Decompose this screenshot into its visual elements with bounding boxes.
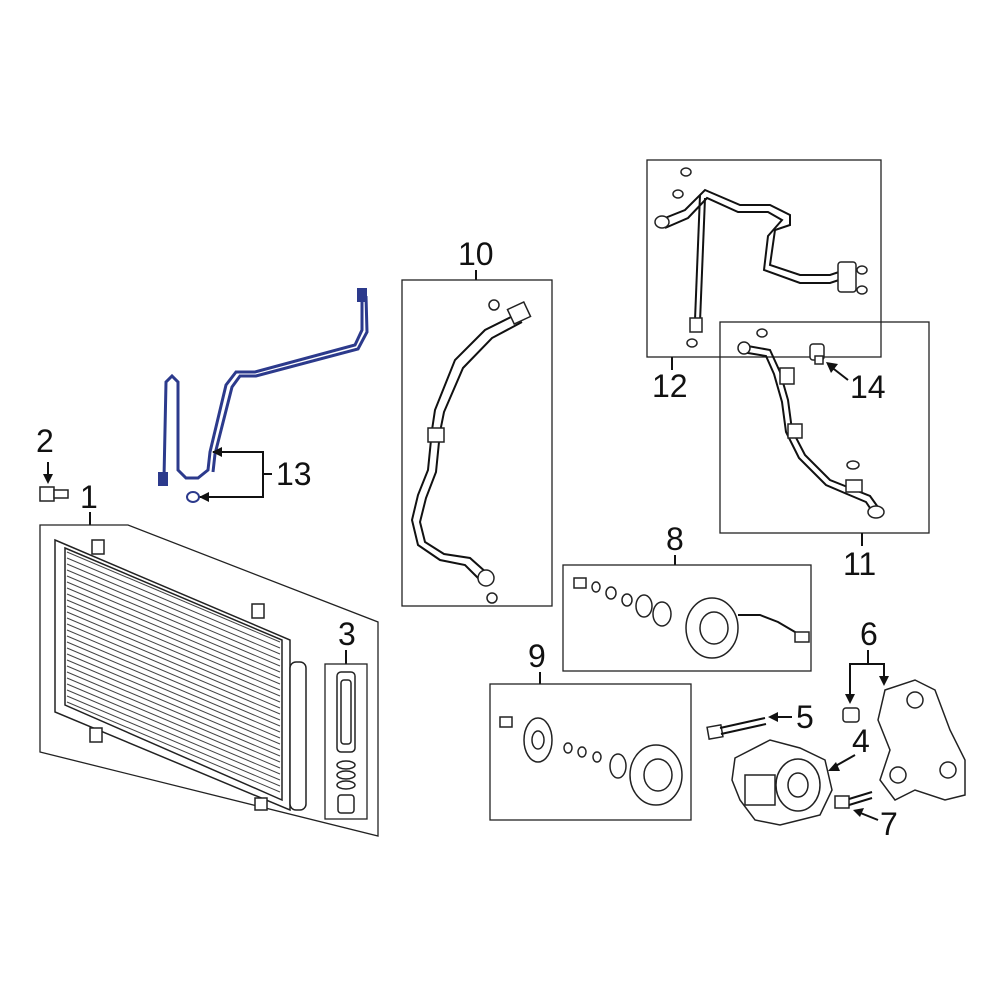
condenser-fin (66, 641, 281, 733)
fitting-icon (357, 288, 367, 302)
o-ring-icon (756, 328, 768, 338)
bolt-icon[interactable] (834, 791, 873, 809)
clutch-icon[interactable] (499, 716, 683, 806)
callout-9: 9 (528, 638, 546, 674)
callout-13: 13 (276, 456, 312, 492)
callout-7: 7 (880, 806, 898, 842)
condenser-fin (66, 575, 281, 667)
condenser-fin (66, 701, 281, 793)
callout-14: 14 (850, 369, 886, 405)
condenser-box (39, 524, 379, 837)
condenser-fin (66, 581, 281, 673)
hose-10-box (401, 279, 553, 607)
condenser-fin (66, 629, 281, 721)
condenser-fin (66, 617, 281, 709)
hose-11-box (719, 321, 930, 534)
fitting-icon (158, 472, 168, 486)
condenser-fin (66, 665, 281, 757)
condenser-fin (66, 593, 281, 685)
compressor-icon[interactable] (731, 739, 833, 826)
condenser-fin (66, 695, 281, 787)
o-ring-icon (686, 338, 698, 348)
callout-13-leader (199, 447, 272, 502)
bolt-icon[interactable] (39, 462, 69, 502)
callout-1: 1 (80, 479, 98, 515)
callout-10: 10 (458, 236, 494, 272)
hose-icon[interactable] (410, 299, 532, 604)
hose-icon[interactable] (737, 328, 885, 519)
condenser-fin (66, 647, 281, 739)
condenser-fin (66, 551, 281, 643)
condenser-fin (66, 653, 281, 745)
condenser-fin (66, 683, 281, 775)
callout-3: 3 (338, 616, 356, 652)
callout-11: 11 (843, 546, 876, 582)
condenser-fin (66, 635, 281, 727)
clutch-kit-box (489, 683, 692, 821)
coil-kit-box (562, 564, 812, 672)
callout-4: 4 (852, 723, 870, 759)
callout-5: 5 (796, 699, 814, 735)
condenser-fin (66, 557, 281, 649)
condenser-fin (66, 623, 281, 715)
coil-icon[interactable] (573, 577, 810, 659)
o-ring-icon (846, 460, 860, 470)
o-ring-icon (856, 265, 868, 275)
callout-6-leader (845, 650, 889, 704)
line-icon[interactable] (654, 167, 868, 348)
line-12-box (646, 159, 882, 358)
condenser-fin (66, 677, 281, 769)
valve-icon[interactable] (809, 343, 825, 365)
condenser-fin (66, 599, 281, 691)
o-ring-icon (486, 592, 498, 604)
callout-12: 12 (652, 368, 688, 404)
condenser-icon[interactable] (54, 538, 307, 812)
drier-kit-box (324, 663, 368, 820)
o-ring-icon (856, 285, 868, 295)
o-ring-icon (680, 167, 692, 177)
condenser-fin (66, 605, 281, 697)
o-ring-icon (672, 189, 684, 199)
callout-6: 6 (860, 616, 878, 652)
o-ring-icon (488, 299, 500, 311)
condenser-fin (66, 689, 281, 781)
condenser-fin (66, 611, 281, 703)
condenser-fin (66, 671, 281, 763)
bracket-icon[interactable] (842, 679, 966, 801)
bolt-icon[interactable] (706, 717, 767, 740)
condenser-fin (66, 569, 281, 661)
drier-icon[interactable] (336, 671, 356, 814)
condenser-fin (66, 587, 281, 679)
o-ring-icon (186, 491, 200, 503)
callout-2: 2 (36, 423, 54, 459)
callout-8: 8 (666, 521, 684, 557)
condenser-fin (66, 563, 281, 655)
condenser-fin (66, 659, 281, 751)
